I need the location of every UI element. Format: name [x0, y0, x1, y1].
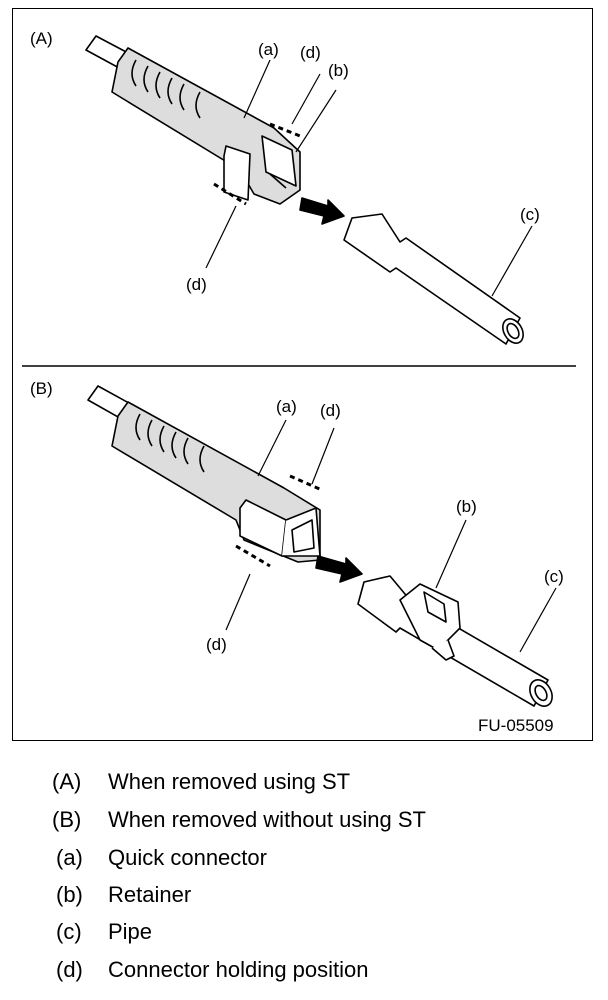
panel-b	[87, 385, 557, 707]
panel-b-label: (B)	[30, 379, 53, 398]
legend-key: (b)	[56, 882, 83, 907]
callout-c-b: (c)	[544, 567, 564, 586]
pull-arrow-a	[299, 197, 345, 225]
holding-dash-b2	[235, 544, 271, 568]
callout-b-b: (b)	[456, 497, 477, 516]
callout-a-b: (a)	[276, 397, 297, 416]
callout-d-b: (d)	[320, 401, 341, 420]
diagram: (A) (a) (d) (b) (c) (d) (B) (a) (d) (b) …	[22, 29, 576, 735]
connector-body-a	[111, 47, 301, 205]
callout-d-b-low: (d)	[206, 635, 227, 654]
legend-text: Pipe	[108, 919, 153, 944]
legend-text: Connector holding position	[108, 957, 369, 982]
retainer-b	[399, 583, 461, 651]
retainer-a	[223, 145, 251, 201]
callout-c-top: (c)	[520, 205, 540, 224]
legend-key: (c)	[56, 919, 82, 944]
panel-a-label: (A)	[30, 29, 53, 48]
figure-code: FU-05509	[478, 716, 554, 735]
callout-d-top: (d)	[300, 43, 321, 62]
pipe-a	[343, 213, 521, 345]
figure-frame	[12, 8, 593, 741]
legend-key: (B)	[52, 807, 82, 832]
legend-key: (d)	[56, 957, 83, 982]
holding-dash-a2	[213, 182, 247, 206]
pull-arrow-b	[315, 555, 363, 583]
panel-a	[85, 35, 533, 345]
callout-d-low: (d)	[186, 275, 207, 294]
legend-text: When removed without using ST	[108, 807, 426, 832]
legend-text: Quick connector	[108, 845, 267, 870]
legend-text: When removed using ST	[108, 769, 351, 794]
pipe-b	[357, 575, 549, 707]
legend-key: (A)	[52, 769, 82, 794]
holding-dash-b1	[289, 474, 323, 492]
legend-text: Retainer	[108, 882, 192, 907]
callout-a-top: (a)	[258, 40, 279, 59]
legend-key: (a)	[56, 845, 83, 870]
callout-b-top: (b)	[328, 61, 349, 80]
